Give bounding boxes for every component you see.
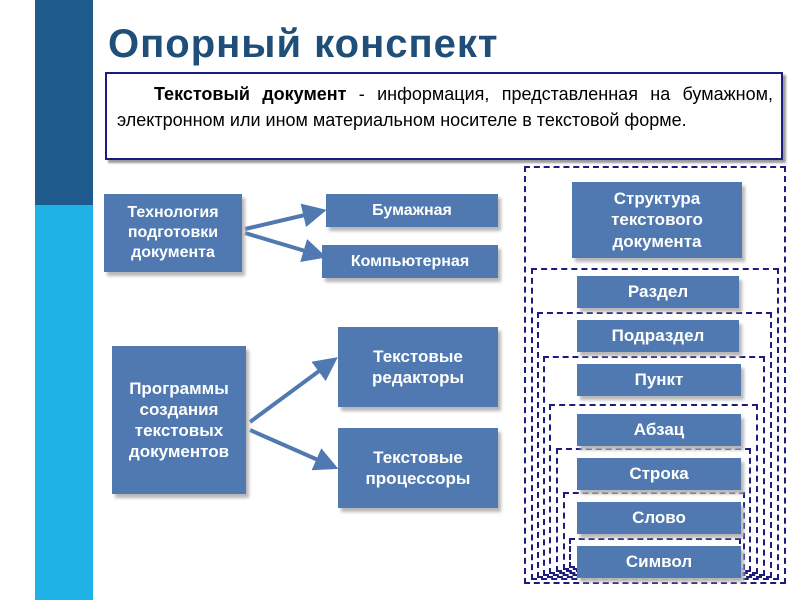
- level-subsection: Подраздел: [577, 320, 739, 352]
- side-strip-dark: [35, 0, 93, 205]
- level-paragraph: Абзац: [577, 414, 741, 446]
- programs-box: Программы создания текстовых документов: [112, 346, 246, 494]
- definition-term: Текстовый документ: [153, 84, 347, 104]
- side-strip-light: [35, 205, 93, 600]
- structure-frame-0: [524, 166, 786, 584]
- text-processors-box: Текстовые процессоры: [338, 428, 498, 508]
- computer-box: Компьютерная: [322, 245, 498, 278]
- level-section: Раздел: [577, 276, 739, 308]
- text-editors-box: Текстовые редакторы: [338, 327, 498, 407]
- technology-arrows: [244, 203, 327, 263]
- structure-box: Структура текстового документа: [572, 182, 742, 258]
- paper-box: Бумажная: [326, 194, 498, 227]
- technology-box: Технология подготовки документа: [104, 194, 242, 272]
- level-item: Пункт: [577, 364, 741, 396]
- level-symbol: Символ: [577, 546, 741, 578]
- definition-text: - информация, представленная на бумажном…: [117, 84, 773, 130]
- level-line: Строка: [577, 458, 741, 490]
- structure-frame-1: [531, 268, 779, 580]
- level-word: Слово: [577, 502, 741, 534]
- definition-box: Текстовый документ - информация, предста…: [105, 72, 783, 160]
- programs-arrows: [248, 357, 339, 471]
- page-title: Опорный конспект: [108, 22, 499, 66]
